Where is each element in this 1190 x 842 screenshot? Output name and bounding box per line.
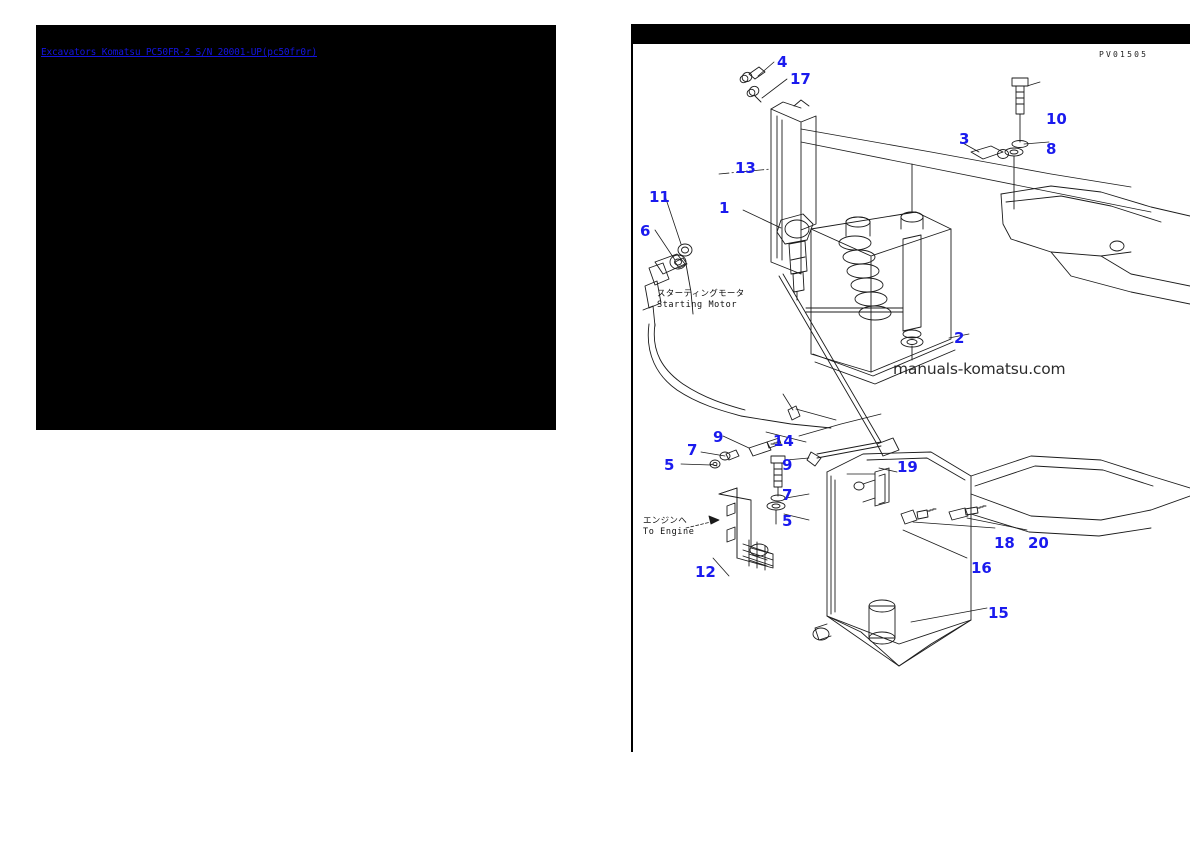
thumbnail-preview-panel: Excavators Komatsu PC50FR-2 S/N 20001-UP… [36,25,556,430]
callout-7-upper[interactable]: 7 [687,441,698,459]
callout-3[interactable]: 3 [959,130,970,148]
panel-left-border [631,24,633,752]
callout-6[interactable]: 6 [640,222,651,240]
callout-12[interactable]: 12 [695,563,716,581]
callout-13[interactable]: 13 [735,159,756,177]
callout-19[interactable]: 19 [897,458,918,476]
label-starting-motor-en: Starting Motor [657,300,738,310]
callout-10[interactable]: 10 [1046,110,1067,128]
label-to-engine: エンジンへ To Engine [643,516,694,538]
callout-18[interactable]: 18 [994,534,1015,552]
callout-14[interactable]: 14 [773,432,794,450]
callout-1[interactable]: 1 [719,199,730,217]
callout-9-lower[interactable]: 9 [782,456,793,474]
callout-8[interactable]: 8 [1046,140,1057,158]
callout-5-upper[interactable]: 5 [664,456,675,474]
label-starting-motor: スターティングモータ Starting Motor [657,289,745,311]
parts-diagram-panel: PV01505 [631,24,1190,752]
parts-line-drawing [642,61,1190,667]
callout-9-upper[interactable]: 9 [713,428,724,446]
watermark: manuals-komatsu.com [893,360,1066,378]
callout-20[interactable]: 20 [1028,534,1049,552]
callout-11[interactable]: 11 [649,188,670,206]
callout-15[interactable]: 15 [988,604,1009,622]
callout-5-lower[interactable]: 5 [782,512,793,530]
callout-17[interactable]: 17 [790,70,811,88]
panel-top-bar [633,24,1190,44]
catalog-link[interactable]: Excavators Komatsu PC50FR-2 S/N 20001-UP… [41,47,317,58]
callout-16[interactable]: 16 [971,559,992,577]
callout-2[interactable]: 2 [954,329,965,347]
label-starting-motor-jp: スターティングモータ [657,289,745,299]
label-to-engine-en: To Engine [643,527,695,537]
callout-4[interactable]: 4 [777,53,788,71]
label-to-engine-jp: エンジンへ [643,516,688,526]
drawing-number-label: PV01505 [1099,50,1149,59]
callout-7-lower[interactable]: 7 [782,486,793,504]
